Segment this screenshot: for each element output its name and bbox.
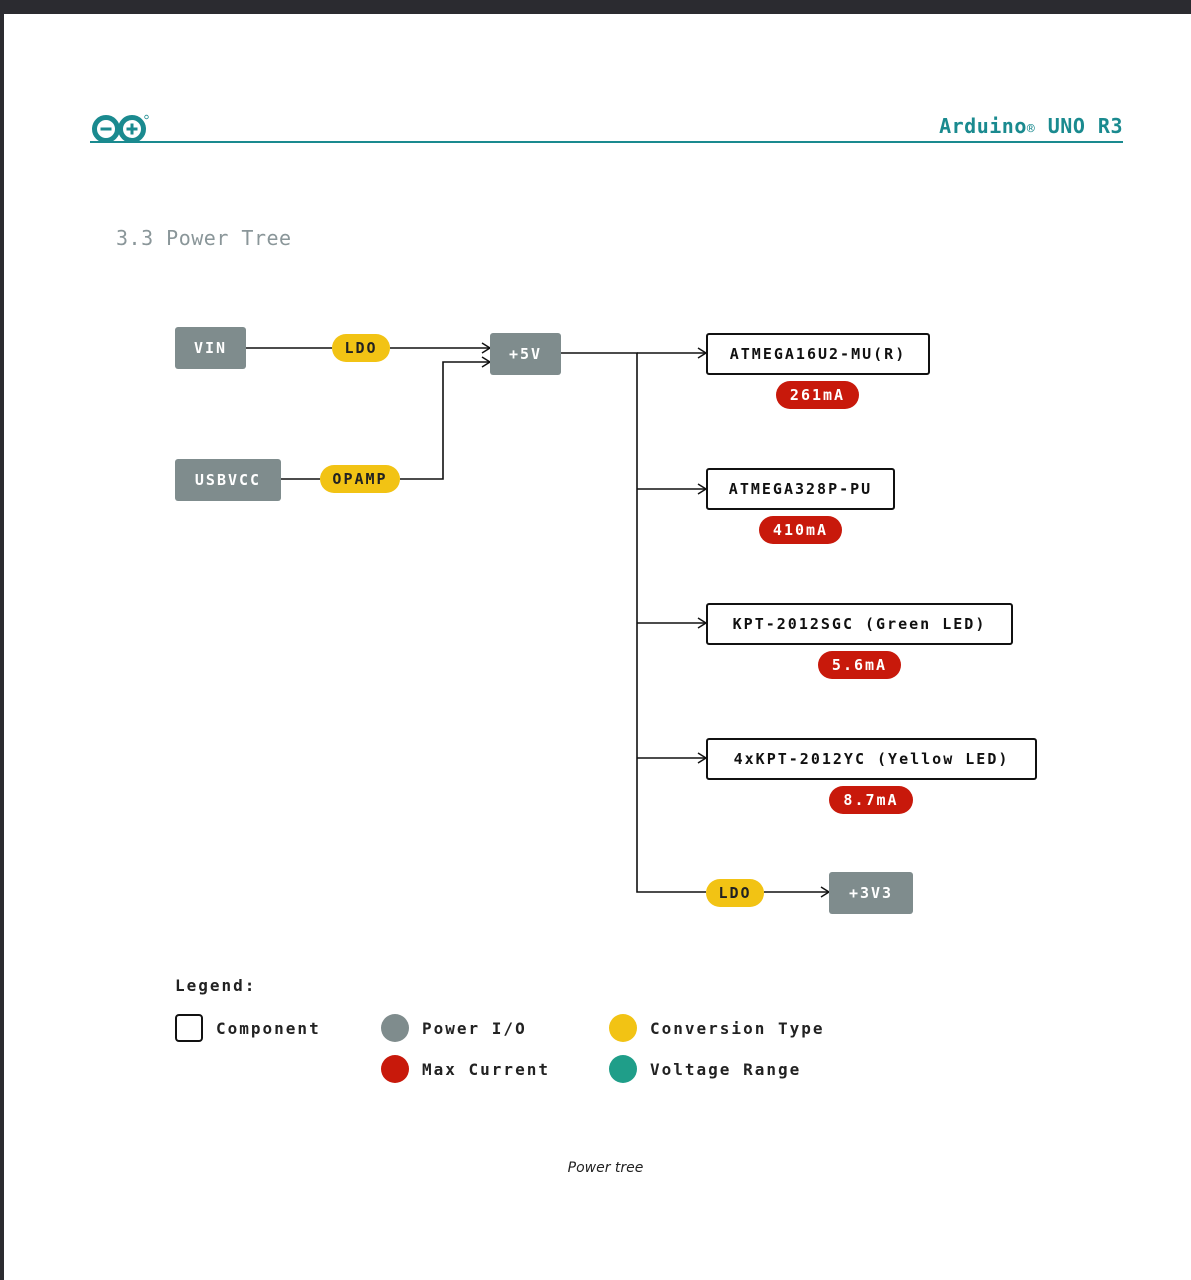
component-green-led: KPT-2012SGC (Green LED) [706,603,1013,645]
legend-swatch-conversion-type [609,1014,637,1042]
legend-item-voltage-range: Voltage Range [609,1055,801,1083]
legend-swatch-voltage-range [609,1055,637,1083]
component-atmega328p: ATMEGA328P-PU [706,468,895,510]
conversion-ldo-3v3: LDO [706,879,764,907]
wire-opamp-to-5v [400,362,490,480]
header-title: Arduino® UNO R3 [939,114,1123,138]
legend-item-component: Component [175,1014,321,1042]
legend-swatch-max-current [381,1055,409,1083]
legend-swatch-component [175,1014,203,1042]
conversion-ldo-vin: LDO [332,334,390,362]
header-divider [90,141,1123,143]
component-atmega16u2: ATMEGA16U2-MU(R) [706,333,930,375]
power-tree-connections [246,14,1191,1280]
power-io-vin: VIN [175,327,246,369]
datasheet-page: Arduino® UNO R3 3.3 Power Tree VIN LDO U… [4,14,1191,1280]
power-io-usbvcc: USBVCC [175,459,281,501]
legend-swatch-power-io [381,1014,409,1042]
component-yellow-led: 4xKPT-2012YC (Yellow LED) [706,738,1037,780]
figure-caption: Power tree [567,1160,644,1176]
legend-item-conversion-type: Conversion Type [609,1014,825,1042]
max-current-atmega328p: 410mA [759,516,842,544]
max-current-atmega16u2: 261mA [776,381,859,409]
legend-item-max-current: Max Current [381,1055,550,1083]
conversion-opamp: OPAMP [320,465,400,493]
max-current-yellow-led: 8.7mA [829,786,913,814]
legend-item-power-io: Power I/O [381,1014,527,1042]
section-title: 3.3 Power Tree [116,226,292,250]
max-current-green-led: 5.6mA [818,651,901,679]
power-rail-3v3: +3V3 [829,872,913,914]
power-rail-5v: +5V [490,333,561,375]
arduino-logo-icon [90,112,152,150]
legend-title: Legend: [175,976,257,995]
